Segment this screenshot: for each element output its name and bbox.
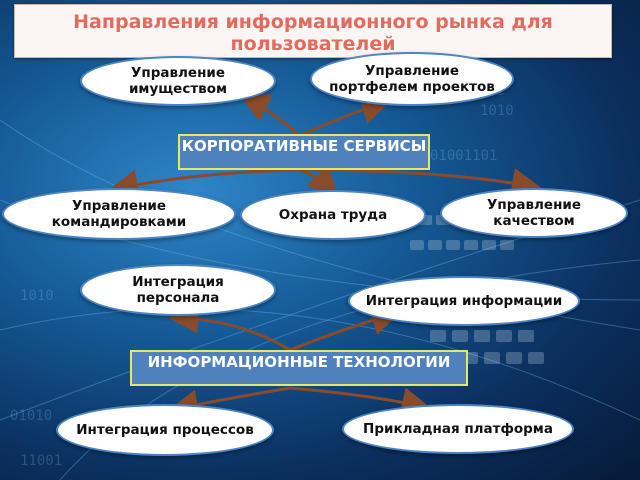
node-labor-safety: Охрана труда [240, 190, 426, 240]
corporate-services-box: КОРПОРАТИВНЫЕ СЕРВИСЫ [178, 134, 430, 170]
node-property-management: Управление имуществом [80, 56, 276, 106]
arrow-to-safety [298, 164, 339, 197]
arrow-to-personnel [168, 303, 292, 352]
arrow-to-platform [288, 386, 432, 417]
node-travel-management-label: Управление командировками [51, 198, 187, 230]
node-portfolio-management-label: Управление портфелем проектов [329, 63, 495, 95]
node-process-integration-label: Интеграция процессов [76, 422, 254, 438]
node-property-management-label: Управление имуществом [128, 65, 228, 97]
svg-text:1010: 1010 [480, 103, 514, 119]
node-process-integration: Интеграция процессов [56, 404, 274, 456]
node-portfolio-management: Управление портфелем проектов [310, 52, 514, 106]
svg-text:01001101: 01001101 [430, 148, 497, 164]
it-box: ИНФОРМАЦИОННЫЕ ТЕХНОЛОГИИ [130, 350, 468, 386]
node-labor-safety-label: Охрана труда [278, 207, 388, 223]
node-personnel-integration-label: Интеграция персонала [132, 274, 224, 306]
node-application-platform-label: Прикладная платформа [363, 421, 553, 437]
arrow-to-quality [298, 168, 542, 198]
node-application-platform: Прикладная платформа [342, 404, 574, 454]
corporate-services-label: КОРПОРАТИВНЫЕ СЕРВИСЫ [181, 137, 427, 155]
page-title: Направления информационного рынка для по… [14, 4, 612, 58]
arrow-to-portfolio [298, 95, 392, 138]
svg-text:11001: 11001 [20, 453, 62, 469]
node-quality-management: Управление качеством [440, 188, 628, 238]
node-information-integration-label: Интеграция информации [365, 293, 563, 309]
it-box-label: ИНФОРМАЦИОННЫЕ ТЕХНОЛОГИИ [147, 353, 451, 371]
node-personnel-integration: Интеграция персонала [80, 264, 276, 316]
arrow-to-information [288, 305, 402, 352]
node-quality-management-label: Управление качеством [486, 197, 582, 229]
node-information-integration: Интеграция информации [348, 276, 580, 326]
arrow-to-property [239, 94, 302, 138]
svg-text:1010: 1010 [20, 288, 54, 304]
svg-text:01010: 01010 [10, 408, 52, 424]
node-travel-management: Управление командировками [2, 188, 236, 240]
arrow-to-travel [108, 168, 302, 200]
